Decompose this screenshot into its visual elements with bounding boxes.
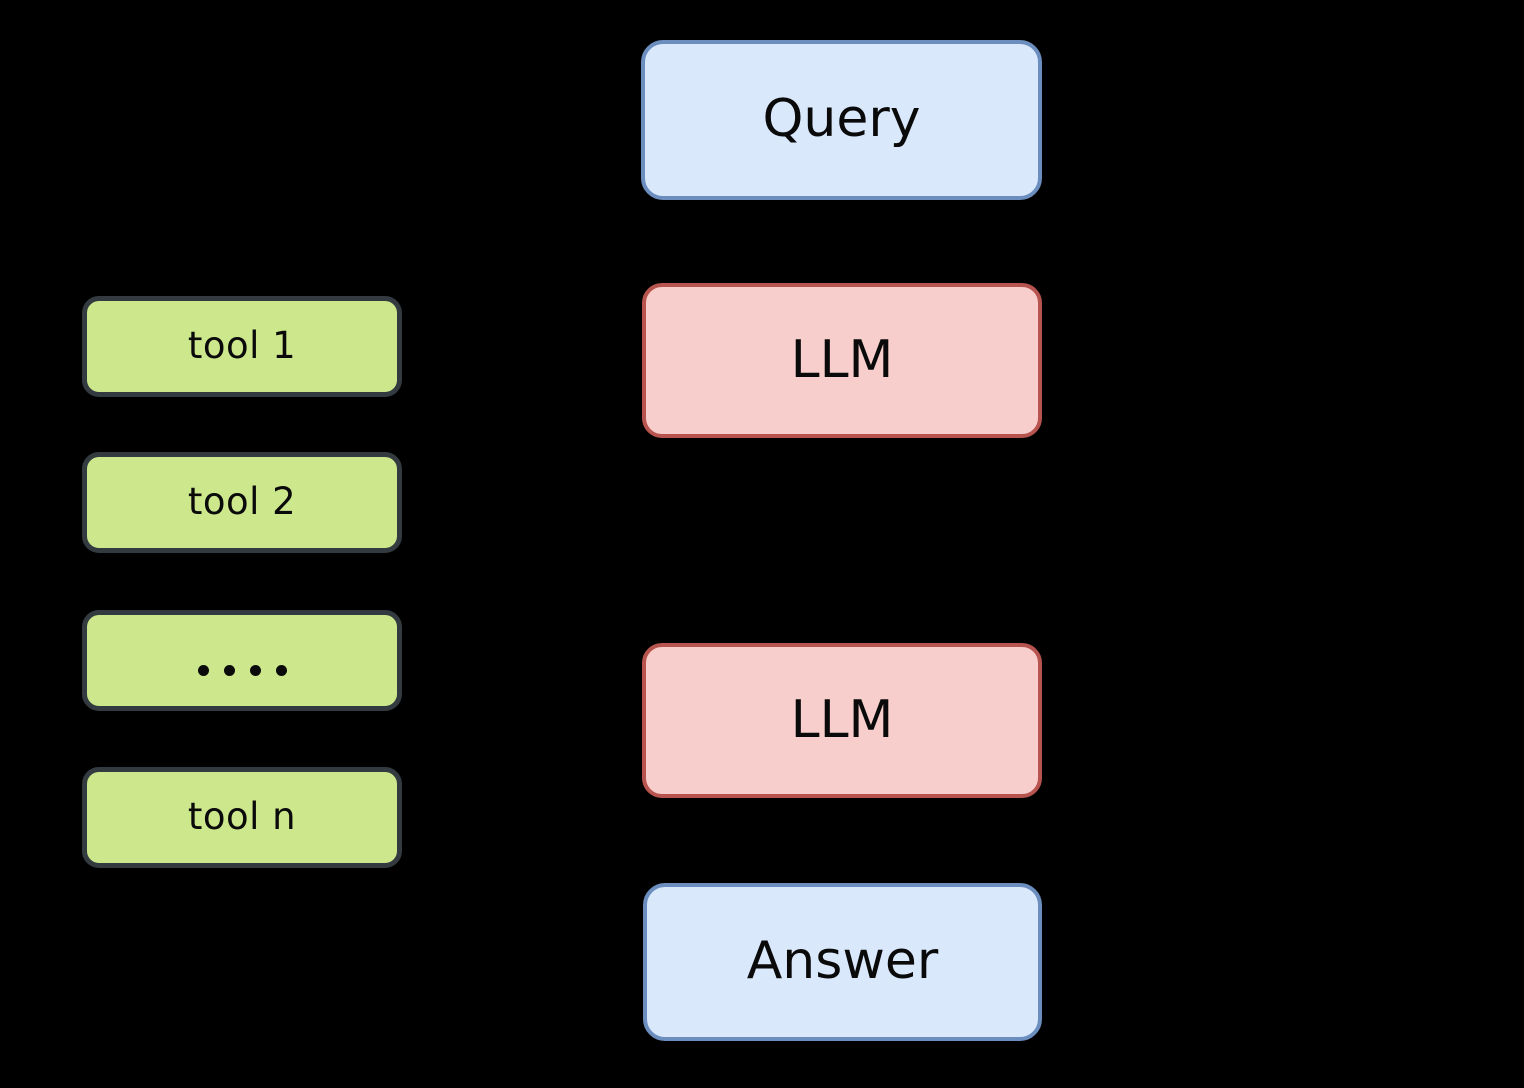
node-tool-2[interactable]: tool 2 <box>82 452 402 553</box>
ellipsis-dot <box>249 665 261 676</box>
node-tool-2-label: tool 2 <box>187 480 297 524</box>
node-llm-first[interactable]: LLM <box>642 283 1042 438</box>
node-answer[interactable]: Answer <box>643 883 1042 1041</box>
node-llm-second-label: LLM <box>790 689 894 750</box>
ellipsis-dot <box>223 665 235 676</box>
node-query[interactable]: Query <box>641 40 1042 200</box>
node-tool-1[interactable]: tool 1 <box>82 296 402 397</box>
node-llm-second[interactable]: LLM <box>642 643 1042 798</box>
node-llm-first-label: LLM <box>790 329 894 390</box>
ellipsis-icon <box>197 665 287 676</box>
node-tool-n[interactable]: tool n <box>82 767 402 868</box>
node-query-label: Query <box>762 89 921 150</box>
node-tool-1-label: tool 1 <box>187 324 297 368</box>
ellipsis-dot <box>275 665 287 676</box>
ellipsis-dot <box>197 665 209 676</box>
node-tool-ellipsis[interactable] <box>82 610 402 711</box>
node-tool-n-label: tool n <box>187 795 297 839</box>
node-answer-label: Answer <box>746 931 939 992</box>
